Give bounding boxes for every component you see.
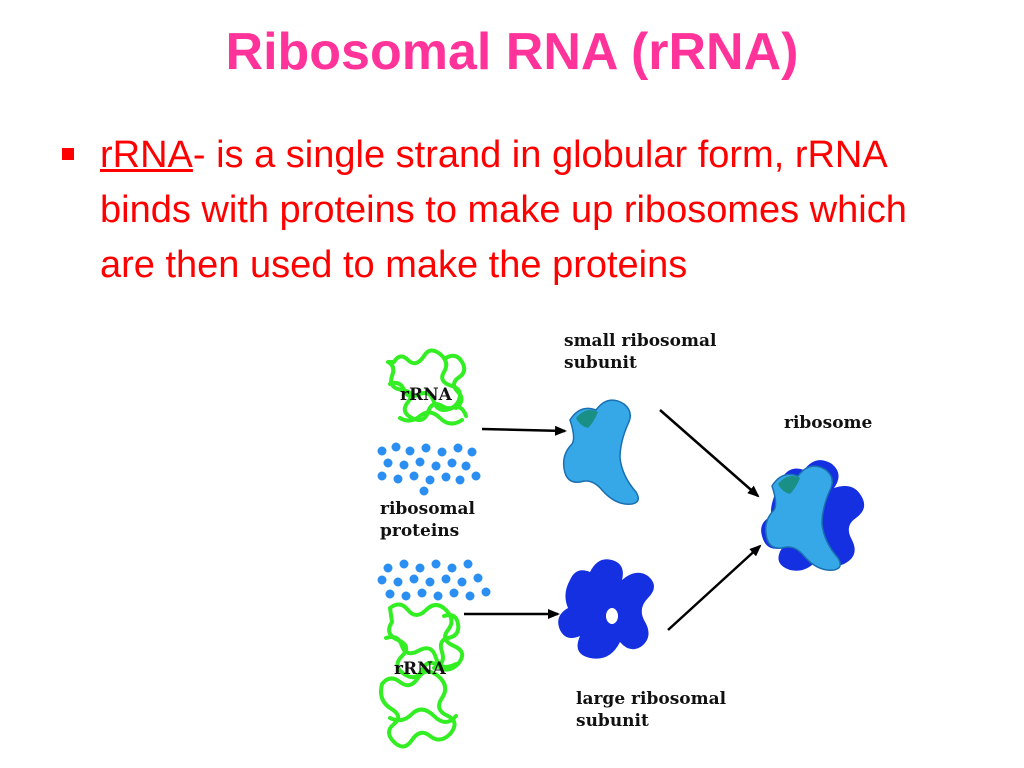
ribosome-icon bbox=[761, 460, 865, 571]
square-bullet-icon bbox=[62, 148, 74, 160]
small-subunit-icon bbox=[562, 399, 639, 505]
ribosome-assembly-diagram: rRNA ribosomal proteins rRNA small ribos… bbox=[360, 318, 920, 750]
arrow-icon bbox=[659, 409, 760, 498]
protein-dots-icon bbox=[377, 559, 491, 601]
small-subunit-label: small ribosomal subunit bbox=[564, 331, 717, 373]
rrna-strand-icon bbox=[379, 602, 465, 749]
arrow-icon bbox=[481, 425, 567, 436]
bullet-term: rRNA bbox=[100, 134, 193, 176]
rrna-top-label: rRNA bbox=[400, 385, 452, 405]
protein-dots-icon bbox=[377, 442, 481, 496]
rrna-strand-icon bbox=[386, 348, 468, 426]
large-subunit-icon bbox=[558, 559, 654, 659]
ribosomal-proteins-label: ribosomal proteins bbox=[380, 499, 476, 541]
large-subunit-label: large ribosomal subunit bbox=[576, 689, 727, 731]
slide-title: Ribosomal RNA (rRNA) bbox=[225, 23, 799, 81]
bullet-description: - is a single strand in globular form, r… bbox=[100, 134, 907, 286]
arrow-icon bbox=[667, 544, 762, 631]
ribosome-label: ribosome bbox=[784, 413, 873, 433]
bullet-text: rRNA- is a single strand in globular for… bbox=[100, 128, 970, 293]
rrna-bottom-label: rRNA bbox=[394, 659, 446, 679]
